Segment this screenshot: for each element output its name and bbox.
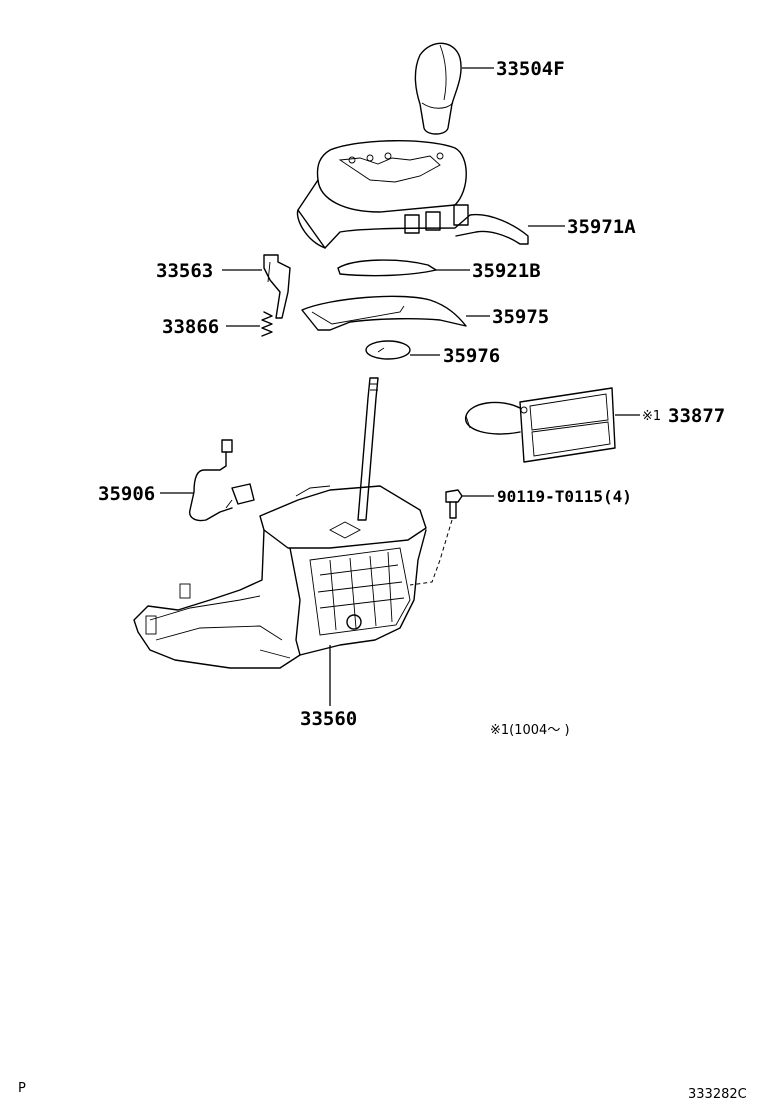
label-33504F: 33504F <box>496 58 565 80</box>
label-35971A: 35971A <box>567 216 636 238</box>
label-33866: 33866 <box>162 316 219 338</box>
label-33877-mark: ※1 <box>642 409 661 424</box>
label-33877: 33877 <box>668 405 725 427</box>
label-35906: 35906 <box>98 483 155 505</box>
plate-35975-drawing <box>301 295 467 331</box>
footnote: ※1(1004～ ) <box>490 723 570 738</box>
label-90119: 90119-T0115(4) <box>497 487 632 506</box>
label-33560: 33560 <box>300 708 357 730</box>
diagram-reference-code: 333282C <box>688 1087 747 1102</box>
position-indicator-drawing <box>296 140 529 249</box>
shift-knob-drawing <box>414 42 462 135</box>
bolt-90119-drawing <box>445 489 463 519</box>
plate-33877-drawing <box>465 387 616 463</box>
lens-35976-drawing <box>365 340 411 360</box>
corner-code-left: P <box>18 1081 26 1096</box>
spring-33866-drawing <box>261 311 273 337</box>
switch-33563-drawing <box>263 254 291 319</box>
label-35975: 35975 <box>492 306 549 328</box>
label-35921B: 35921B <box>472 260 541 282</box>
label-33563: 33563 <box>156 260 213 282</box>
cover-35921B-drawing <box>337 259 437 277</box>
harness-35906-drawing <box>189 439 255 522</box>
label-35976: 35976 <box>443 345 500 367</box>
shift-lever-assembly-drawing <box>133 377 427 669</box>
